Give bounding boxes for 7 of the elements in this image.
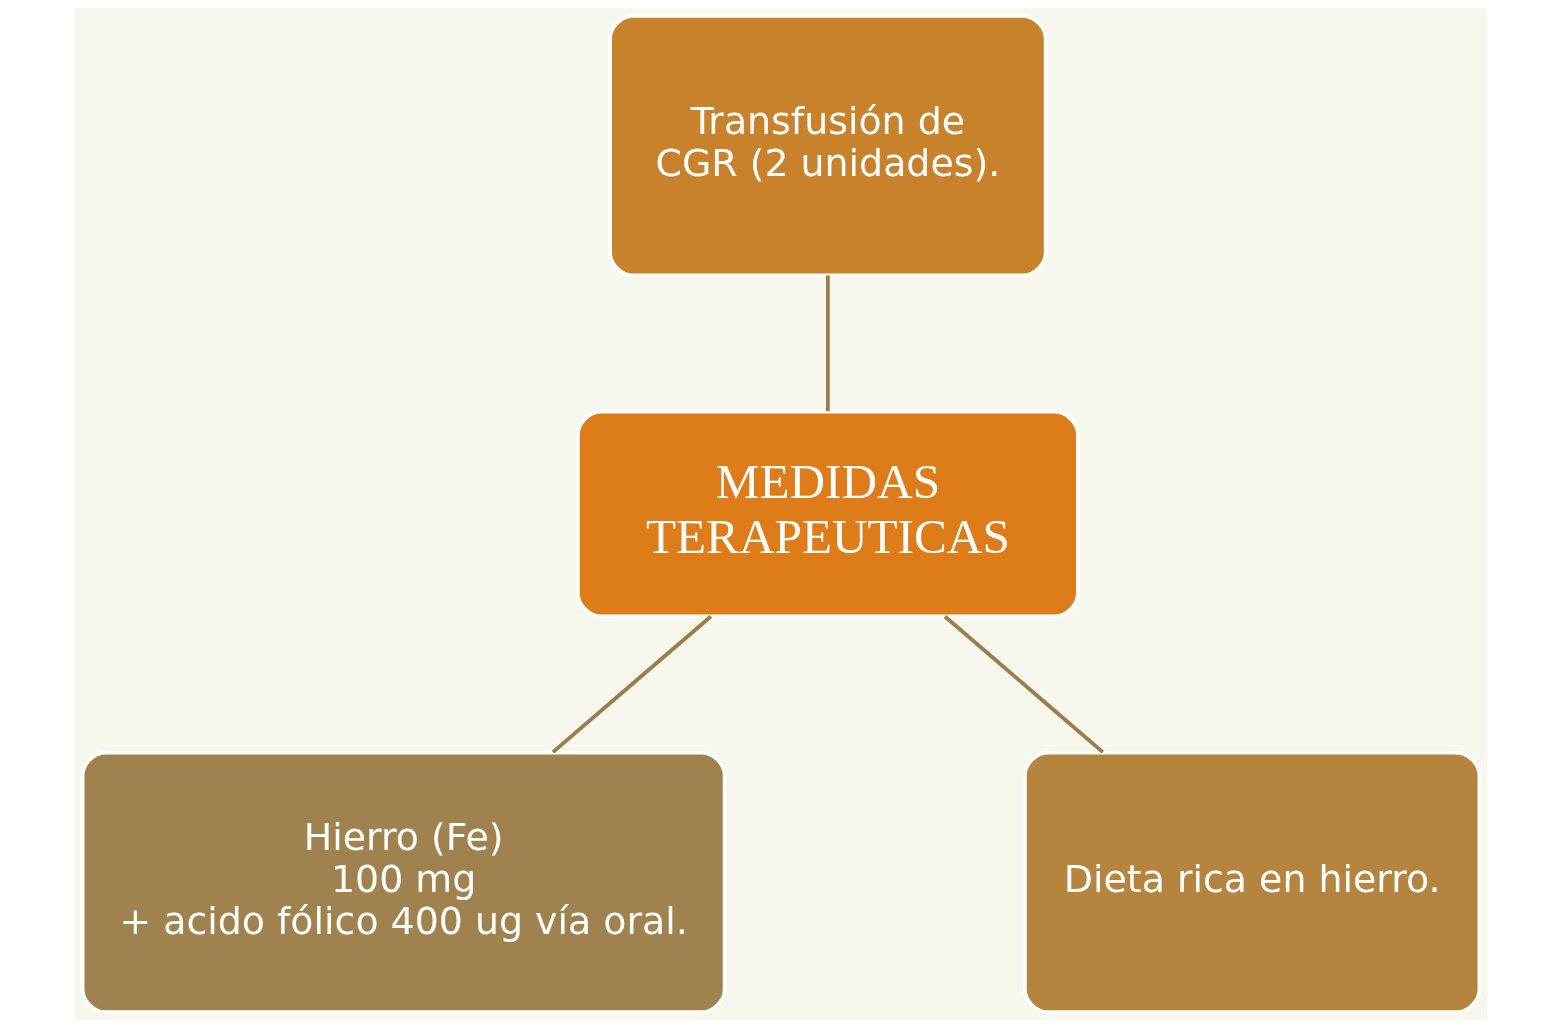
connector [943,615,1105,754]
node-box: Dieta rica en hierro. [1022,750,1482,1015]
node-box: MEDIDAS TERAPEUTICAS [575,409,1080,619]
connector [826,275,830,412]
connector [551,615,713,754]
node-box: Hierro (Fe) 100 mg + acido fólico 400 ug vía oral. [80,750,727,1015]
node-box: Transfusión de CGR (2 unidades). [608,13,1048,278]
